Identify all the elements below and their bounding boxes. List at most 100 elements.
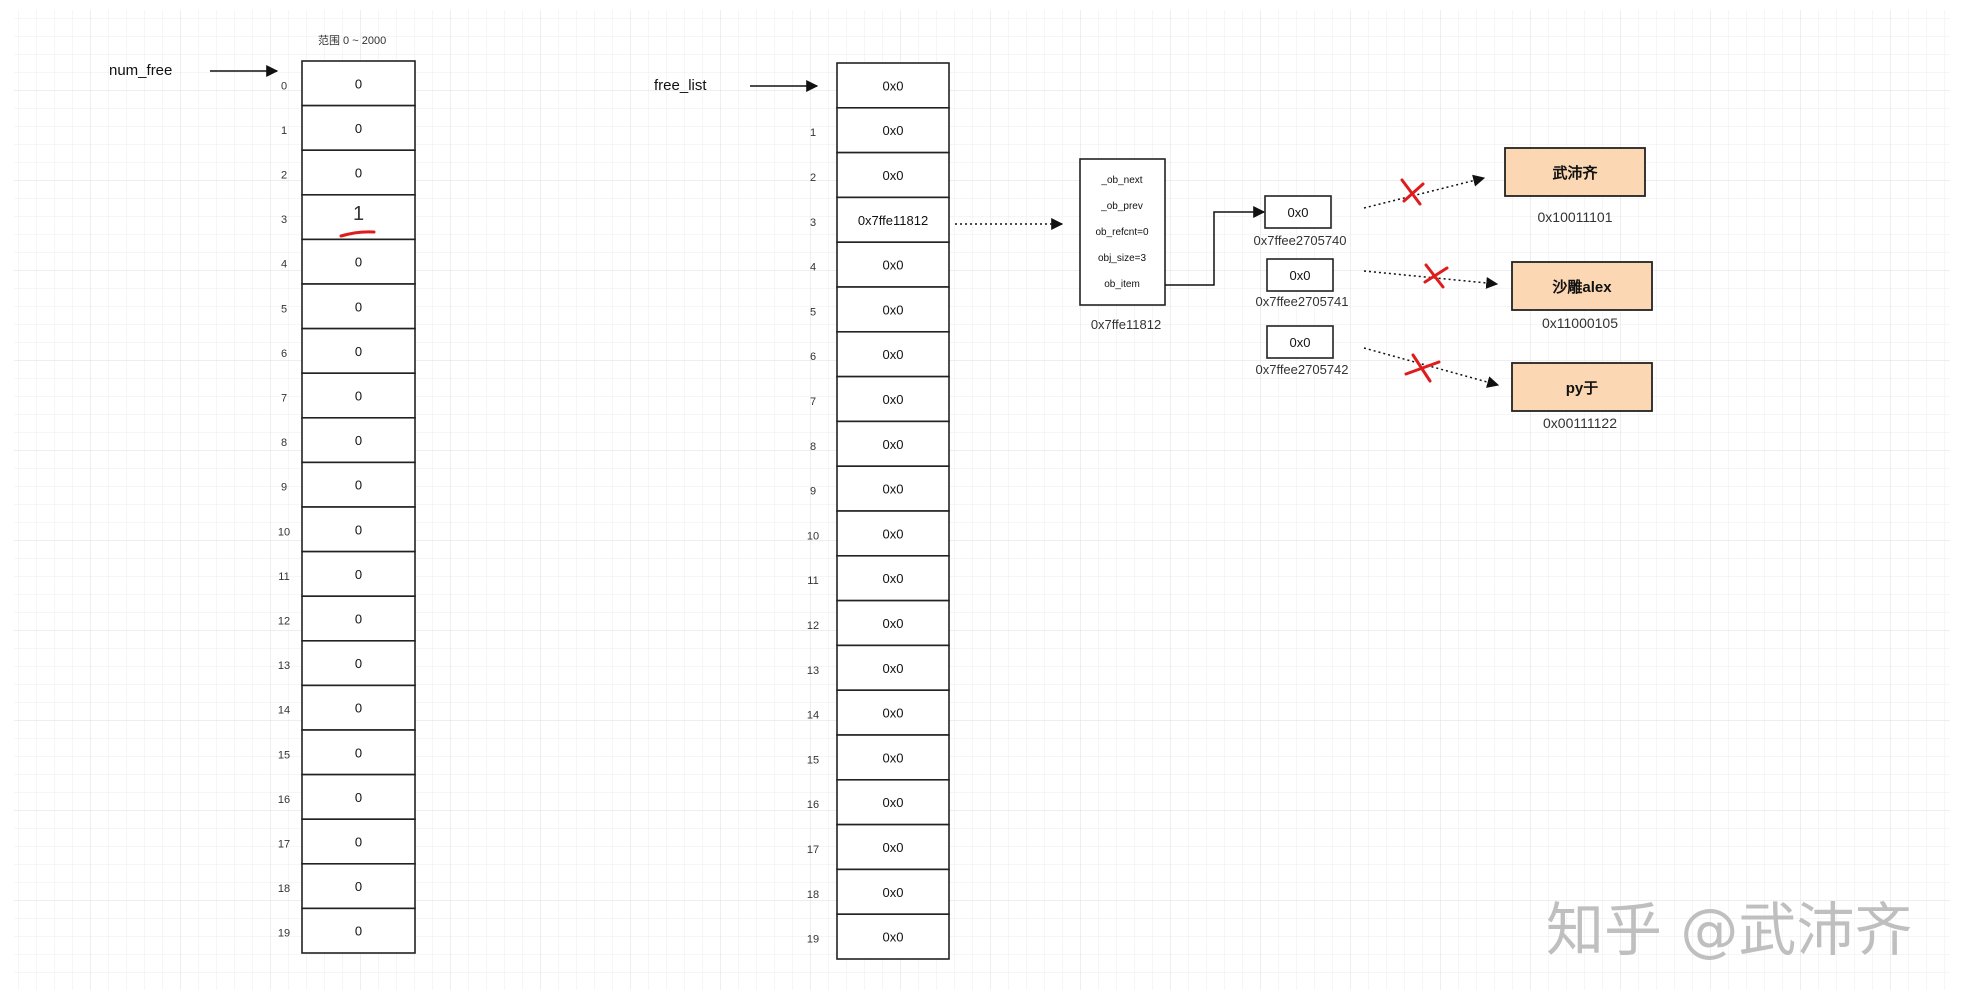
free-list-index-label: 5 (810, 306, 816, 318)
free-list-cell: 0x0 5 (810, 286, 950, 333)
free-list-cell-value: 0x0 (883, 168, 904, 183)
target-object: 武沛齐 0x10011101 (1504, 147, 1646, 225)
num-free-cell: 0 14 (278, 684, 416, 731)
free-list-cell-box (836, 510, 950, 557)
num-free-cell: 02 (281, 149, 416, 196)
free-list-index-label: 16 (807, 799, 819, 811)
free-list-cell-value: 0x0 (883, 706, 904, 721)
tuple-object: _ob_next _ob_prev ob_refcnt=0 obj_size=3… (1079, 158, 1166, 332)
target-object: py于 0x00111122 (1511, 362, 1653, 431)
free-list-cell-box (836, 734, 950, 781)
free-list-cell-box (836, 286, 950, 333)
free-list-cell-value: 0x0 (883, 750, 904, 765)
num-free-cell-value: 0 (355, 745, 362, 760)
target-object: 沙雕alex 0x11000105 (1511, 261, 1653, 331)
free-list-index-label: 8 (810, 441, 816, 453)
num-free-cell-box (301, 238, 416, 285)
num-free-index-label: 11 (278, 571, 289, 583)
free-list-cell-box (836, 644, 950, 692)
item-slot: 0x0 0x7ffee2705741 (1255, 258, 1349, 309)
free-list-index-label: 7 (810, 396, 816, 408)
free-list-cell-box (836, 554, 950, 602)
ref-arrow-3 (1363, 347, 1500, 388)
free-list-array: 0x00x010x020x7ffe1181230x040x050x060x070… (807, 62, 950, 960)
item-slot-address: 0x7ffee2705742 (1255, 362, 1348, 377)
free-list-cell-value: 0x0 (883, 258, 904, 273)
num-free-cell: 0 12 (278, 595, 416, 642)
num-free-cell-box (301, 550, 416, 597)
num-free-cell-box (301, 729, 416, 776)
num-free-cell: 017 (278, 818, 416, 865)
num-free-index-label: 14 (278, 705, 290, 717)
free-list-cell-box (836, 868, 950, 916)
tuple-address: 0x7ffe11812 (1091, 317, 1161, 332)
num-free-index-label: 19 (278, 928, 290, 940)
num-free-index-label: 5 (281, 303, 287, 315)
item-slot-value: 0x0 (1290, 268, 1311, 283)
free-list-index-label: 12 (807, 620, 819, 632)
num-free-index-label: 16 (278, 794, 290, 806)
num-free-cell-value: 0 (355, 612, 362, 627)
ref-arrow-1 (1363, 174, 1486, 209)
free-list-index-label: 19 (807, 934, 819, 946)
num-free-cell-value: 0 (355, 701, 362, 716)
target-address: 0x00111122 (1543, 415, 1617, 431)
free-list-cell-value: 0x0 (883, 840, 904, 855)
item-slot: 0x0 0x7ffee2705740 (1253, 195, 1347, 248)
num-free-index-label: 2 (281, 170, 287, 182)
free-list-cell-box (836, 62, 950, 109)
free-list-index-label: 14 (807, 710, 819, 722)
tuple-field: _ob_prev (1100, 201, 1143, 212)
num-free-index-label: 12 (278, 616, 290, 628)
free-list-cell-value: 0x0 (883, 302, 904, 317)
num-free-cell-value: 0 (355, 656, 362, 671)
free-list-cell-value: 0x0 (883, 392, 904, 407)
num-free-cell: 08 (281, 416, 416, 464)
free-list-cell-box (836, 151, 950, 199)
item-slot-box (1264, 195, 1332, 229)
free-list-cell-value: 0x0 (883, 885, 904, 900)
target-box (1504, 147, 1646, 197)
num-free-cell-value: 0 (355, 76, 362, 91)
num-free-cell-value: 0 (355, 879, 362, 894)
free-list-cell-box (836, 107, 950, 154)
num-free-cell-value: 0 (355, 255, 362, 270)
free-list-cell-box (836, 689, 950, 736)
free-list-cell-box (836, 778, 950, 826)
free-list-cell-box (836, 375, 950, 423)
free-list-cell-box (836, 420, 950, 467)
num-free-cell: 0 11 (278, 550, 416, 597)
num-free-cell-box (301, 684, 416, 731)
num-free-cell: 015 (278, 729, 416, 776)
num-free-index-label: 1 (281, 125, 287, 137)
free-list-cell-box (836, 599, 950, 647)
free-list-index-label: 9 (810, 486, 816, 498)
num-free-cell-value: 0 (355, 522, 362, 537)
num-free-cell-box (301, 104, 416, 151)
num-free-index-label: 7 (281, 393, 287, 405)
red-cross-mark (1423, 263, 1449, 289)
num-free-array: 0001021304050607080901001101201301401501… (278, 60, 416, 954)
num-free-cell: 019 (278, 907, 416, 954)
free-list-cell-box (836, 913, 950, 960)
num-free-cell-box (301, 327, 416, 375)
free-list-cell-value: 0x0 (883, 526, 904, 541)
num-free-index-label: 9 (281, 482, 287, 494)
free-list-index-label: 1 (810, 127, 816, 139)
free-list-index-label: 11 (807, 575, 818, 587)
tuple-field: ob_item (1104, 279, 1140, 290)
target-box (1511, 362, 1653, 412)
num-free-cell-box (301, 907, 416, 954)
target-label: 沙雕alex (1552, 278, 1612, 296)
num-free-cell-box (301, 149, 416, 196)
free-list-cell: 0x0 14 (807, 689, 950, 736)
num-free-cell-value: 0 (355, 567, 362, 582)
num-free-index-label: 0 (281, 80, 287, 92)
range-label: 范围 0 ~ 2000 (318, 33, 386, 47)
